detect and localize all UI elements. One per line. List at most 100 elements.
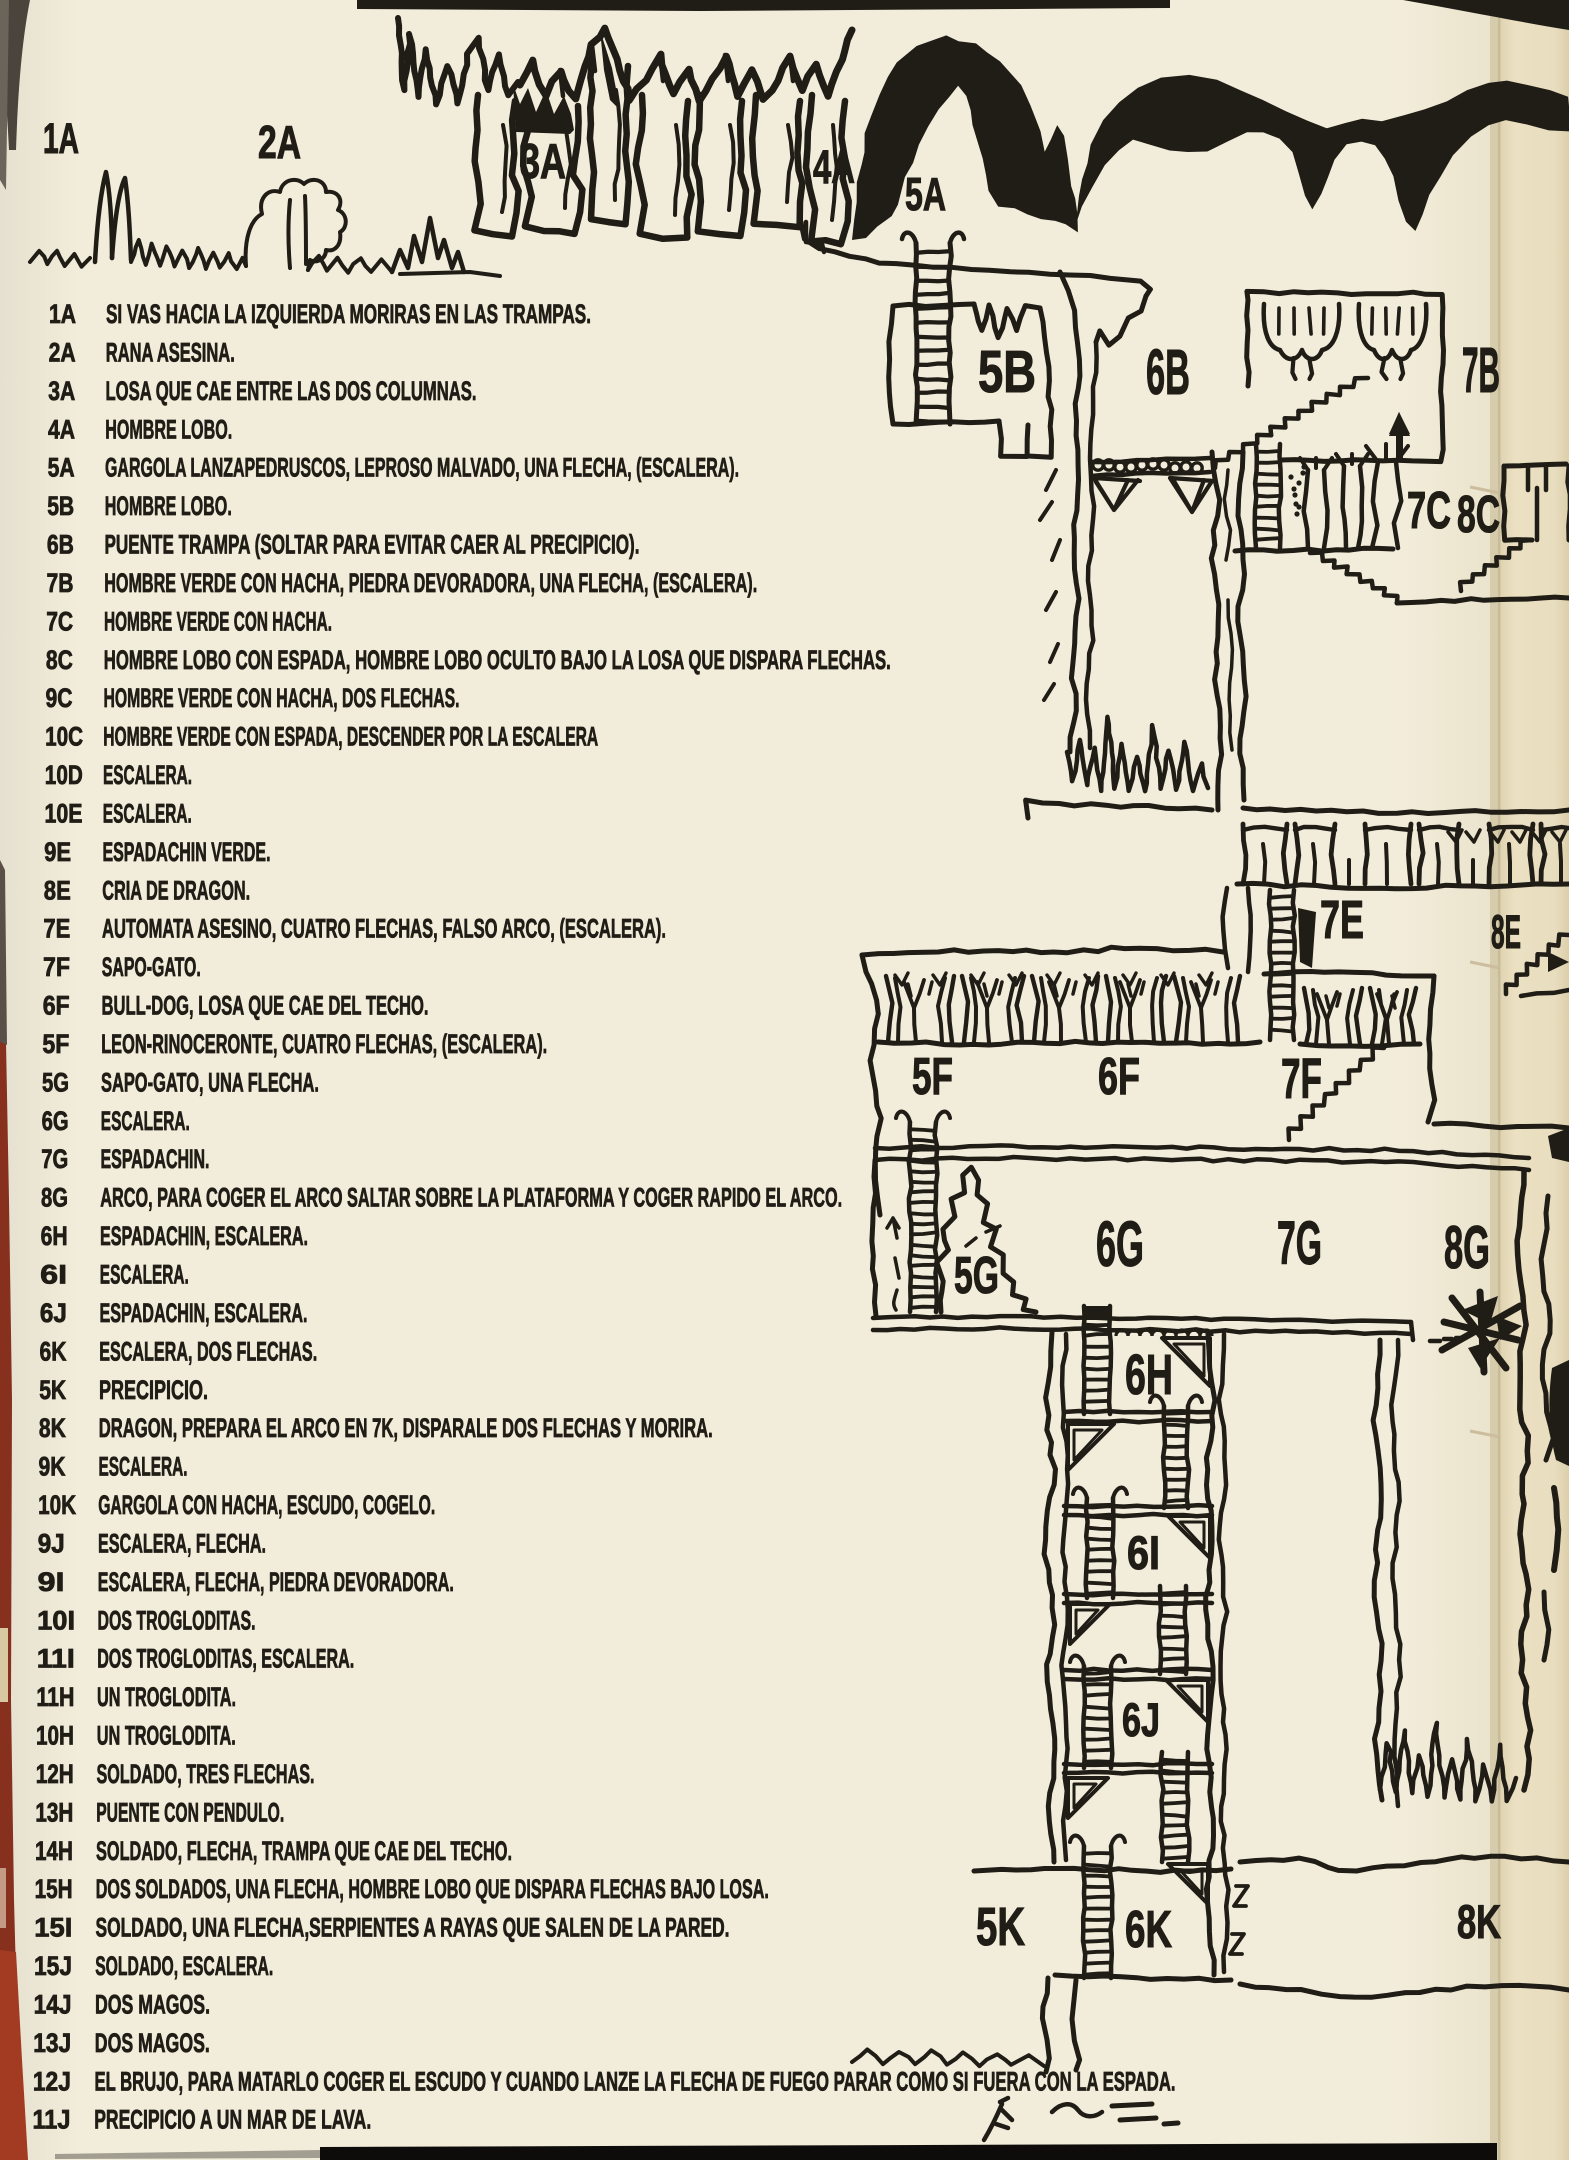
svg-text:5F: 5F — [42, 1029, 69, 1059]
svg-text:7F: 7F — [1281, 1047, 1322, 1111]
svg-text:5A: 5A — [48, 453, 75, 483]
svg-text:7C: 7C — [1407, 482, 1451, 540]
svg-text:10C: 10C — [45, 722, 83, 752]
svg-text:3A: 3A — [520, 135, 566, 189]
svg-text:ESPADACHIN, ESCALERA.: ESPADACHIN, ESCALERA. — [100, 1221, 308, 1251]
svg-text:DOS SOLDADOS, UNA FLECHA, HOMB: DOS SOLDADOS, UNA FLECHA, HOMBRE LOBO QU… — [96, 1874, 769, 1904]
svg-text:1A: 1A — [43, 115, 79, 163]
svg-text:LOSA QUE CAE ENTRE LAS DOS COL: LOSA QUE CAE ENTRE LAS DOS COLUMNAS. — [106, 376, 477, 406]
svg-text:5K: 5K — [976, 1897, 1025, 1957]
svg-text:7G: 7G — [1277, 1209, 1322, 1277]
svg-text:5G: 5G — [954, 1247, 999, 1305]
svg-text:13J: 13J — [33, 2028, 71, 2058]
svg-text:SOLDADO, FLECHA, TRAMPA QUE CA: SOLDADO, FLECHA, TRAMPA QUE CAE DEL TECH… — [96, 1836, 512, 1866]
svg-text:HOMBRE VERDE CON HACHA.: HOMBRE VERDE CON HACHA. — [104, 606, 332, 636]
svg-text:UN TROGLODITA.: UN TROGLODITA. — [97, 1721, 236, 1751]
svg-text:5B: 5B — [978, 339, 1036, 405]
svg-text:4A: 4A — [813, 140, 855, 193]
svg-text:SOLDADO, TRES FLECHAS.: SOLDADO, TRES FLECHAS. — [97, 1759, 315, 1789]
svg-text:11J: 11J — [33, 2105, 71, 2135]
svg-text:RANA ASESINA.: RANA ASESINA. — [106, 337, 235, 367]
svg-text:10E: 10E — [45, 799, 83, 829]
svg-text:DOS MAGOS.: DOS MAGOS. — [95, 1990, 210, 2020]
svg-text:ARCO, PARA COGER EL ARCO SALTA: ARCO, PARA COGER EL ARCO SALTAR SOBRE LA… — [100, 1183, 842, 1213]
svg-text:13H: 13H — [35, 1797, 73, 1827]
svg-text:DOS TROGLODITAS.: DOS TROGLODITAS. — [98, 1605, 256, 1635]
svg-text:DRAGON, PREPARA EL ARCO EN 7K,: DRAGON, PREPARA EL ARCO EN 7K, DISPARALE… — [99, 1413, 713, 1443]
svg-text:DOS TROGLODITAS, ESCALERA.: DOS TROGLODITAS, ESCALERA. — [97, 1644, 354, 1674]
svg-text:9J: 9J — [38, 1528, 65, 1558]
svg-text:5B: 5B — [47, 491, 74, 521]
svg-text:3A: 3A — [48, 376, 75, 406]
svg-text:SOLDADO, UNA FLECHA,SERPIENTES: SOLDADO, UNA FLECHA,SERPIENTES A RAYAS Q… — [96, 1913, 730, 1943]
svg-text:ESCALERA, FLECHA, PIEDRA DEVOR: ESCALERA, FLECHA, PIEDRA DEVORADORA. — [98, 1567, 454, 1597]
svg-text:ESCALERA, FLECHA.: ESCALERA, FLECHA. — [98, 1528, 266, 1558]
svg-text:1A: 1A — [49, 299, 76, 329]
svg-text:15I: 15I — [34, 1913, 72, 1943]
svg-text:6J: 6J — [40, 1298, 67, 1328]
svg-text:5G: 5G — [42, 1067, 69, 1097]
svg-text:EL BRUJO, PARA MATARLO COGER E: EL BRUJO, PARA MATARLO COGER EL ESCUDO Y… — [95, 2066, 1176, 2096]
svg-text:7B: 7B — [1462, 334, 1500, 406]
svg-text:7G: 7G — [41, 1144, 68, 1174]
svg-text:ESCALERA.: ESCALERA. — [99, 1452, 188, 1482]
svg-text:6F: 6F — [43, 991, 70, 1021]
svg-text:14J: 14J — [34, 1990, 72, 2020]
svg-text:9K: 9K — [39, 1452, 66, 1482]
svg-text:BULL-DOG, LOSA QUE CAE DEL TEC: BULL-DOG, LOSA QUE CAE DEL TECHO. — [102, 991, 429, 1021]
svg-text:10I: 10I — [37, 1605, 75, 1635]
svg-text:5F: 5F — [912, 1048, 953, 1106]
svg-text:15H: 15H — [35, 1874, 73, 1904]
svg-text:GARGOLA LANZAPEDRUSCOS, LEPROS: GARGOLA LANZAPEDRUSCOS, LEPROSO MALVADO,… — [105, 453, 739, 483]
svg-text:HOMBRE VERDE CON HACHA, PIEDRA: HOMBRE VERDE CON HACHA, PIEDRA DEVORADOR… — [104, 568, 757, 598]
svg-text:6I: 6I — [40, 1260, 67, 1290]
svg-text:7F: 7F — [43, 952, 70, 982]
svg-text:6J: 6J — [1122, 1693, 1160, 1746]
svg-text:ESCALERA.: ESCALERA. — [101, 1106, 190, 1136]
svg-text:6B: 6B — [1146, 336, 1190, 408]
svg-text:14H: 14H — [35, 1836, 73, 1866]
svg-text:5A: 5A — [905, 168, 946, 220]
svg-text:PUENTE TRAMPA (SOLTAR PARA EVI: PUENTE TRAMPA (SOLTAR PARA EVITAR CAER A… — [105, 530, 640, 560]
svg-text:4A: 4A — [48, 414, 75, 444]
svg-text:SAPO-GATO.: SAPO-GATO. — [102, 952, 201, 982]
svg-text:HOMBRE LOBO CON ESPADA, HOMBRE: HOMBRE LOBO CON ESPADA, HOMBRE LOBO OCUL… — [104, 645, 891, 675]
svg-text:8C: 8C — [46, 645, 73, 675]
svg-text:6H: 6H — [41, 1221, 68, 1251]
svg-text:8K: 8K — [1457, 1895, 1501, 1948]
svg-text:7E: 7E — [1320, 890, 1364, 950]
svg-text:8G: 8G — [41, 1183, 68, 1213]
svg-text:11I: 11I — [37, 1644, 75, 1674]
svg-text:HOMBRE LOBO.: HOMBRE LOBO. — [105, 414, 232, 444]
svg-text:ESCALERA, DOS FLECHAS.: ESCALERA, DOS FLECHAS. — [99, 1336, 317, 1366]
svg-text:7B: 7B — [47, 568, 74, 598]
svg-text:8C: 8C — [1457, 486, 1500, 544]
svg-text:UN TROGLODITA.: UN TROGLODITA. — [97, 1682, 236, 1712]
svg-text:8G: 8G — [1444, 1214, 1490, 1281]
svg-text:9C: 9C — [46, 683, 73, 713]
svg-text:SI VAS HACIA LA IZQUIERDA MORI: SI VAS HACIA LA IZQUIERDA MORIRAS EN LAS… — [106, 299, 591, 329]
svg-text:7C: 7C — [46, 606, 73, 636]
svg-text:6B: 6B — [47, 530, 74, 560]
svg-text:HOMBRE LOBO.: HOMBRE LOBO. — [105, 491, 232, 521]
svg-text:PUENTE CON PENDULO.: PUENTE CON PENDULO. — [96, 1797, 284, 1827]
svg-text:6K: 6K — [40, 1336, 67, 1366]
svg-text:2A: 2A — [258, 116, 301, 168]
svg-text:AUTOMATA ASESINO, CUATRO FLECH: AUTOMATA ASESINO, CUATRO FLECHAS, FALSO … — [102, 914, 666, 944]
svg-text:HOMBRE VERDE CON ESPADA, DESCE: HOMBRE VERDE CON ESPADA, DESCENDER POR L… — [103, 722, 598, 752]
svg-text:GARGOLA CON HACHA, ESCUDO, COG: GARGOLA CON HACHA, ESCUDO, COGELO. — [98, 1490, 435, 1520]
svg-text:LEON-RINOCERONTE, CUATRO FLECH: LEON-RINOCERONTE, CUATRO FLECHAS, (ESCAL… — [101, 1029, 547, 1059]
svg-text:PRECIPICIO A UN MAR DE LAVA.: PRECIPICIO A UN MAR DE LAVA. — [94, 2105, 371, 2135]
svg-text:10K: 10K — [38, 1490, 76, 1520]
svg-text:SAPO-GATO, UNA FLECHA.: SAPO-GATO, UNA FLECHA. — [101, 1067, 319, 1097]
svg-text:ESPADACHIN VERDE.: ESPADACHIN VERDE. — [103, 837, 271, 867]
svg-text:12H: 12H — [36, 1759, 74, 1789]
svg-text:10H: 10H — [36, 1721, 74, 1751]
svg-text:6G: 6G — [42, 1106, 69, 1136]
svg-text:9I: 9I — [38, 1567, 65, 1597]
svg-text:6G: 6G — [1096, 1208, 1144, 1280]
svg-text:HOMBRE VERDE CON HACHA, DOS FL: HOMBRE VERDE CON HACHA, DOS FLECHAS. — [104, 683, 460, 713]
svg-text:15J: 15J — [34, 1951, 72, 1981]
svg-text:6F: 6F — [1098, 1048, 1140, 1106]
svg-text:7E: 7E — [43, 914, 70, 944]
